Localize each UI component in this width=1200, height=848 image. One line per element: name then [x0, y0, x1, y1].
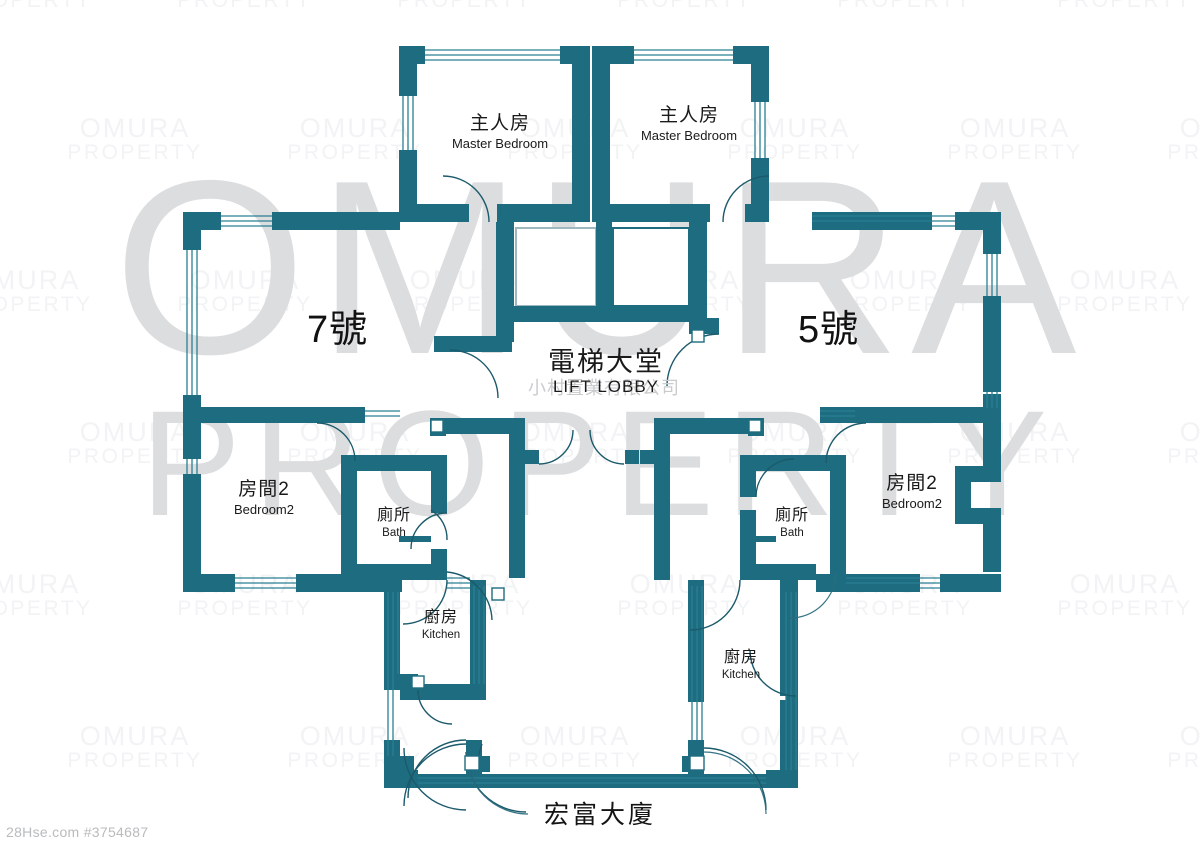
walls-group [183, 46, 1001, 788]
room-label-kitchen-right: 廚房 Kitchen [698, 648, 784, 683]
unit-number-label: 5號 [798, 309, 860, 351]
room-label-cn: 廁所 [376, 507, 411, 524]
room-label-en: Bath [780, 527, 804, 539]
room-label-cn: 廚房 [423, 609, 458, 626]
room-label-cn: 主人房 [658, 105, 719, 126]
room-label-bedroom2-right: 房間2 Bedroom2 [846, 472, 978, 513]
room-label-master-bedroom-left: 主人房 Master Bedroom [425, 112, 575, 153]
room-label-en: Bath [382, 527, 406, 539]
room-label-en: Bedroom2 [882, 495, 942, 511]
room-label-bedroom2-left: 房間2 Bedroom2 [198, 478, 330, 519]
room-label-cn: 主人房 [469, 113, 530, 134]
room-label-en: Master Bedroom [640, 127, 738, 143]
building-name: 宏富大廈 [543, 801, 656, 829]
unit-number-5: 5號 [798, 298, 859, 353]
room-label-bath-right: 廁所 Bath [748, 506, 836, 541]
lift-lobby-label: 電梯大堂 LIFT LOBBY [516, 340, 696, 397]
lift-lobby-label-en: LIFT LOBBY [552, 377, 660, 396]
room-label-cn: 廁所 [774, 507, 809, 524]
unit-number-7: 7號 [307, 298, 368, 353]
room-label-cn: 房間2 [238, 479, 290, 500]
unit-number-label: 7號 [307, 309, 369, 351]
room-label-en: Kitchen [721, 669, 761, 681]
room-label-en: Kitchen [421, 629, 461, 641]
lobby-company-watermark: 小村置業有限公司 [528, 378, 680, 398]
room-label-en: Bedroom2 [234, 501, 294, 517]
door-arcs-group [316, 175, 867, 813]
room-label-en: Master Bedroom [451, 135, 549, 151]
lift-lobby-label-cn: 電梯大堂 [548, 347, 664, 377]
room-label-cn: 房間2 [886, 473, 938, 494]
site-credit: 28Hse.com #3754687 [6, 824, 149, 840]
room-label-kitchen-left: 廚房 Kitchen [398, 608, 484, 643]
room-label-cn: 廚房 [723, 649, 758, 666]
windows-group [186, 49, 998, 784]
room-label-bath-left: 廁所 Bath [350, 506, 438, 541]
door-jambs-group [411, 329, 762, 771]
room-label-master-bedroom-right: 主人房 Master Bedroom [614, 104, 764, 145]
